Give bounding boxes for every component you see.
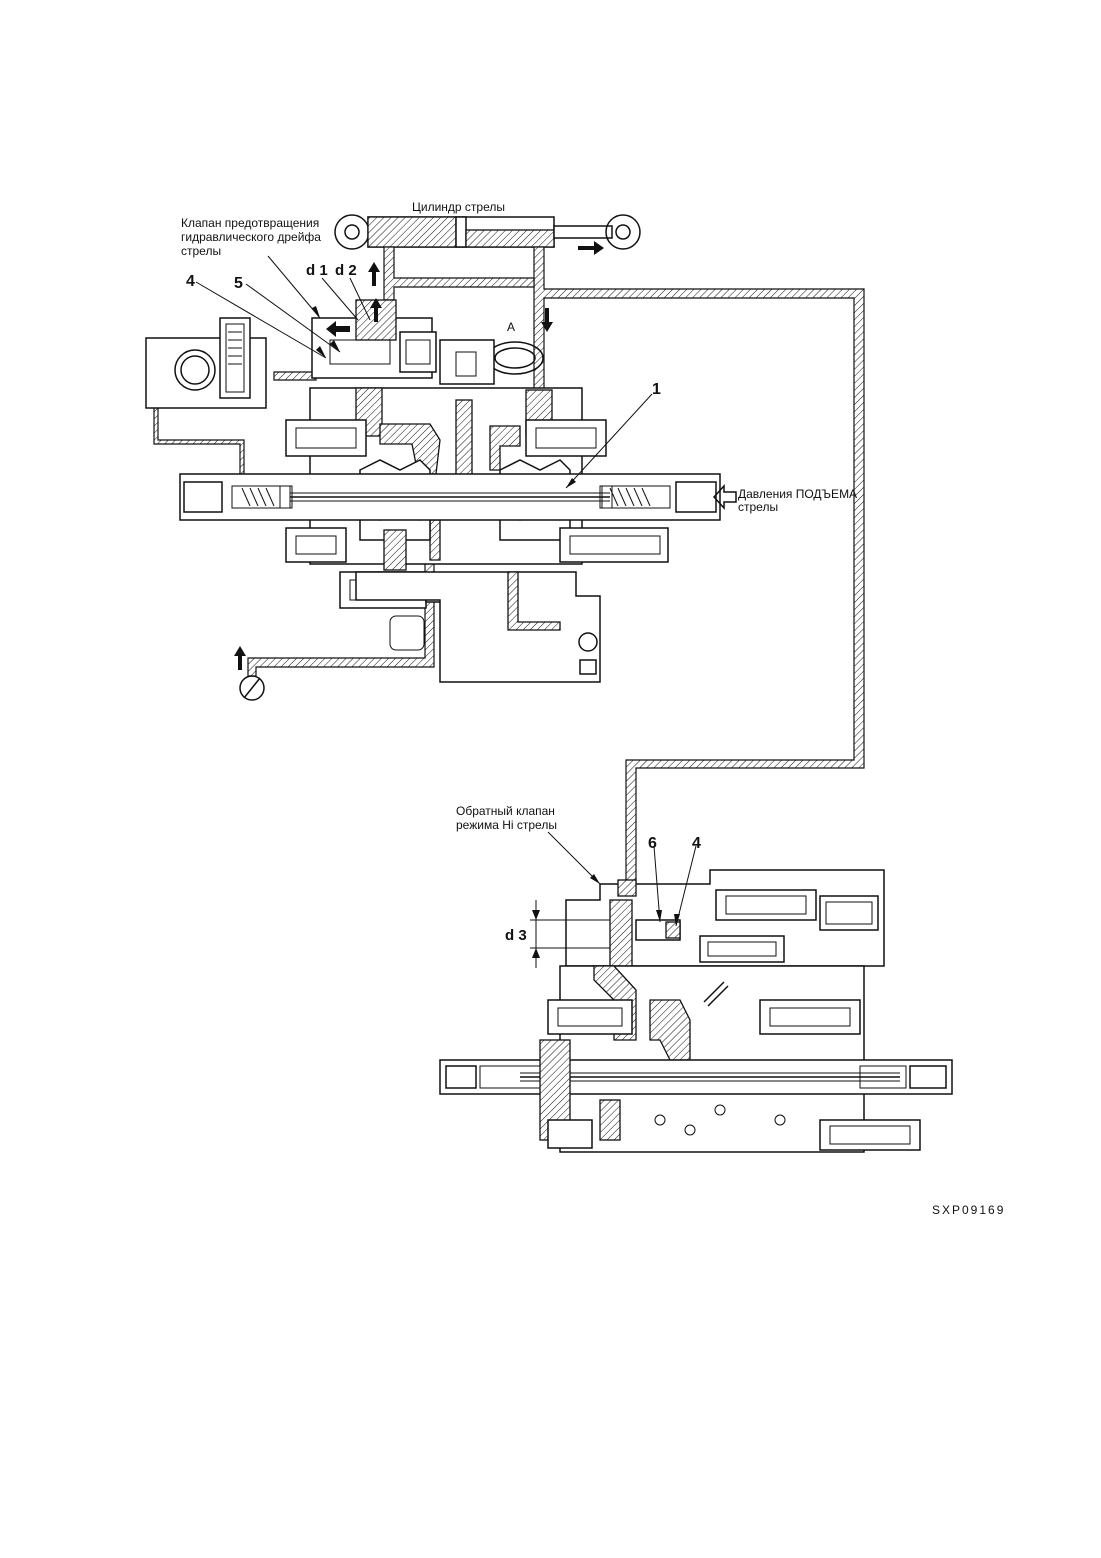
drift-valve-label-line1: Клапан предотвращения	[181, 216, 319, 230]
dimension-d3	[530, 900, 610, 968]
port-a-label: A	[507, 320, 515, 334]
callout-5: 5	[234, 275, 243, 292]
callout-4-lower: 4	[692, 835, 701, 852]
pressure-input-arrow-icon	[712, 484, 737, 510]
raise-pressure-label-line2: стрелы	[738, 500, 778, 514]
gauge-icon	[234, 646, 265, 701]
callout-4-upper: 4	[186, 273, 195, 290]
drift-valve-label-line3: стрелы	[181, 244, 221, 258]
callout-6: 6	[648, 835, 657, 852]
boom-cylinder-label: Цилиндр стрелы	[412, 200, 505, 214]
raise-pressure-label-line1: Давления ПОДЪЕМА	[738, 487, 857, 501]
arrow-right-icon	[578, 241, 604, 255]
lower-control-valve	[439, 869, 953, 1153]
figure-code: SXP09169	[932, 1203, 1005, 1217]
dimension-d2-label: d 2	[335, 262, 357, 279]
leader-lines	[195, 255, 697, 927]
arrow-up-small-icon	[370, 298, 382, 322]
callout-1: 1	[652, 381, 661, 398]
upper-control-valve	[145, 298, 721, 683]
dimension-d3-label: d 3	[505, 927, 527, 944]
hi-check-valve-label-line2: режима Hi стрелы	[456, 818, 557, 832]
dimension-d1-label: d 1	[306, 262, 328, 279]
hi-check-valve-label-line1: Обратный клапан	[456, 804, 555, 818]
arrow-left-icon	[326, 321, 350, 337]
drift-valve-label-line2: гидравлического дрейфа	[181, 230, 321, 244]
boom-cylinder	[334, 214, 641, 255]
arrow-up-icon	[368, 262, 380, 286]
arrow-down-icon	[541, 308, 553, 332]
